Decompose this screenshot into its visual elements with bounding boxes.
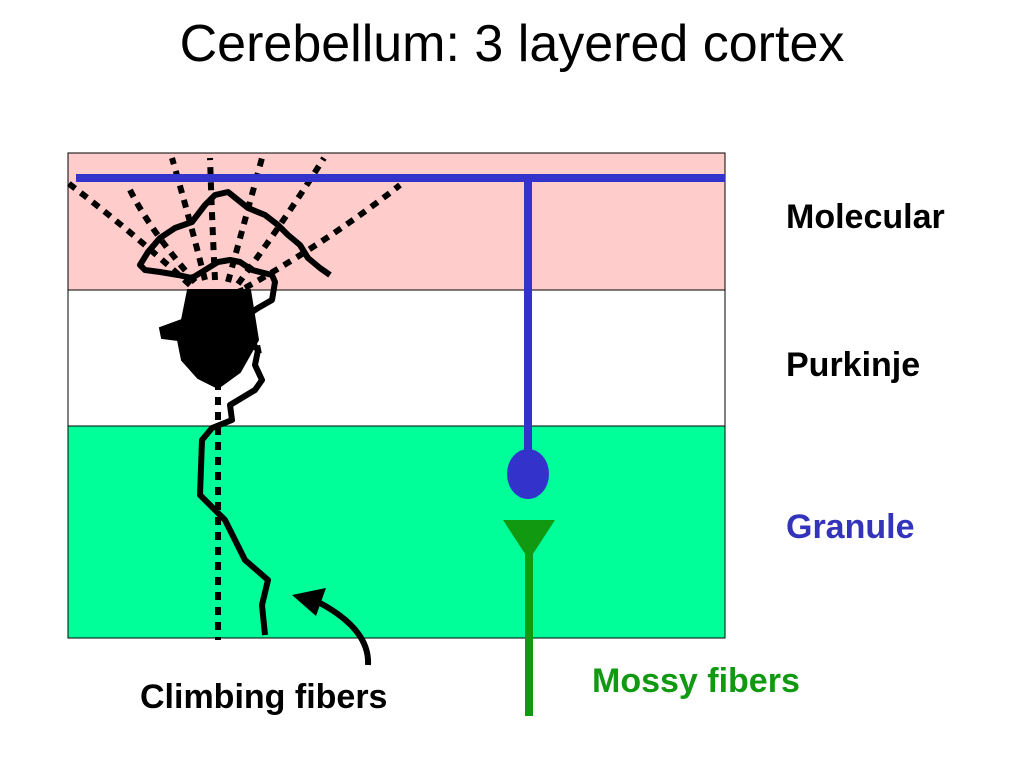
- mossy-fibers-label: Mossy fibers: [592, 662, 800, 700]
- climbing-fiber-arrow: [318, 600, 372, 666]
- purkinje-layer-label: Purkinje: [786, 346, 921, 384]
- molecular-layer: [67, 152, 726, 291]
- molecular-layer-label: Molecular: [786, 198, 945, 236]
- climbing-fiber: [137, 189, 332, 636]
- arrow-head-icon: [292, 588, 326, 616]
- page-title: Cerebellum: 3 layered cortex: [179, 15, 845, 73]
- purkinje-layer: [67, 289, 726, 427]
- climbing-fibers-label: Climbing fibers: [140, 678, 388, 716]
- granule-layer: [67, 425, 726, 639]
- granule-cell: [507, 449, 549, 499]
- granule-layer-label: Granule: [786, 508, 915, 546]
- purkinje-cell-body: [158, 289, 260, 390]
